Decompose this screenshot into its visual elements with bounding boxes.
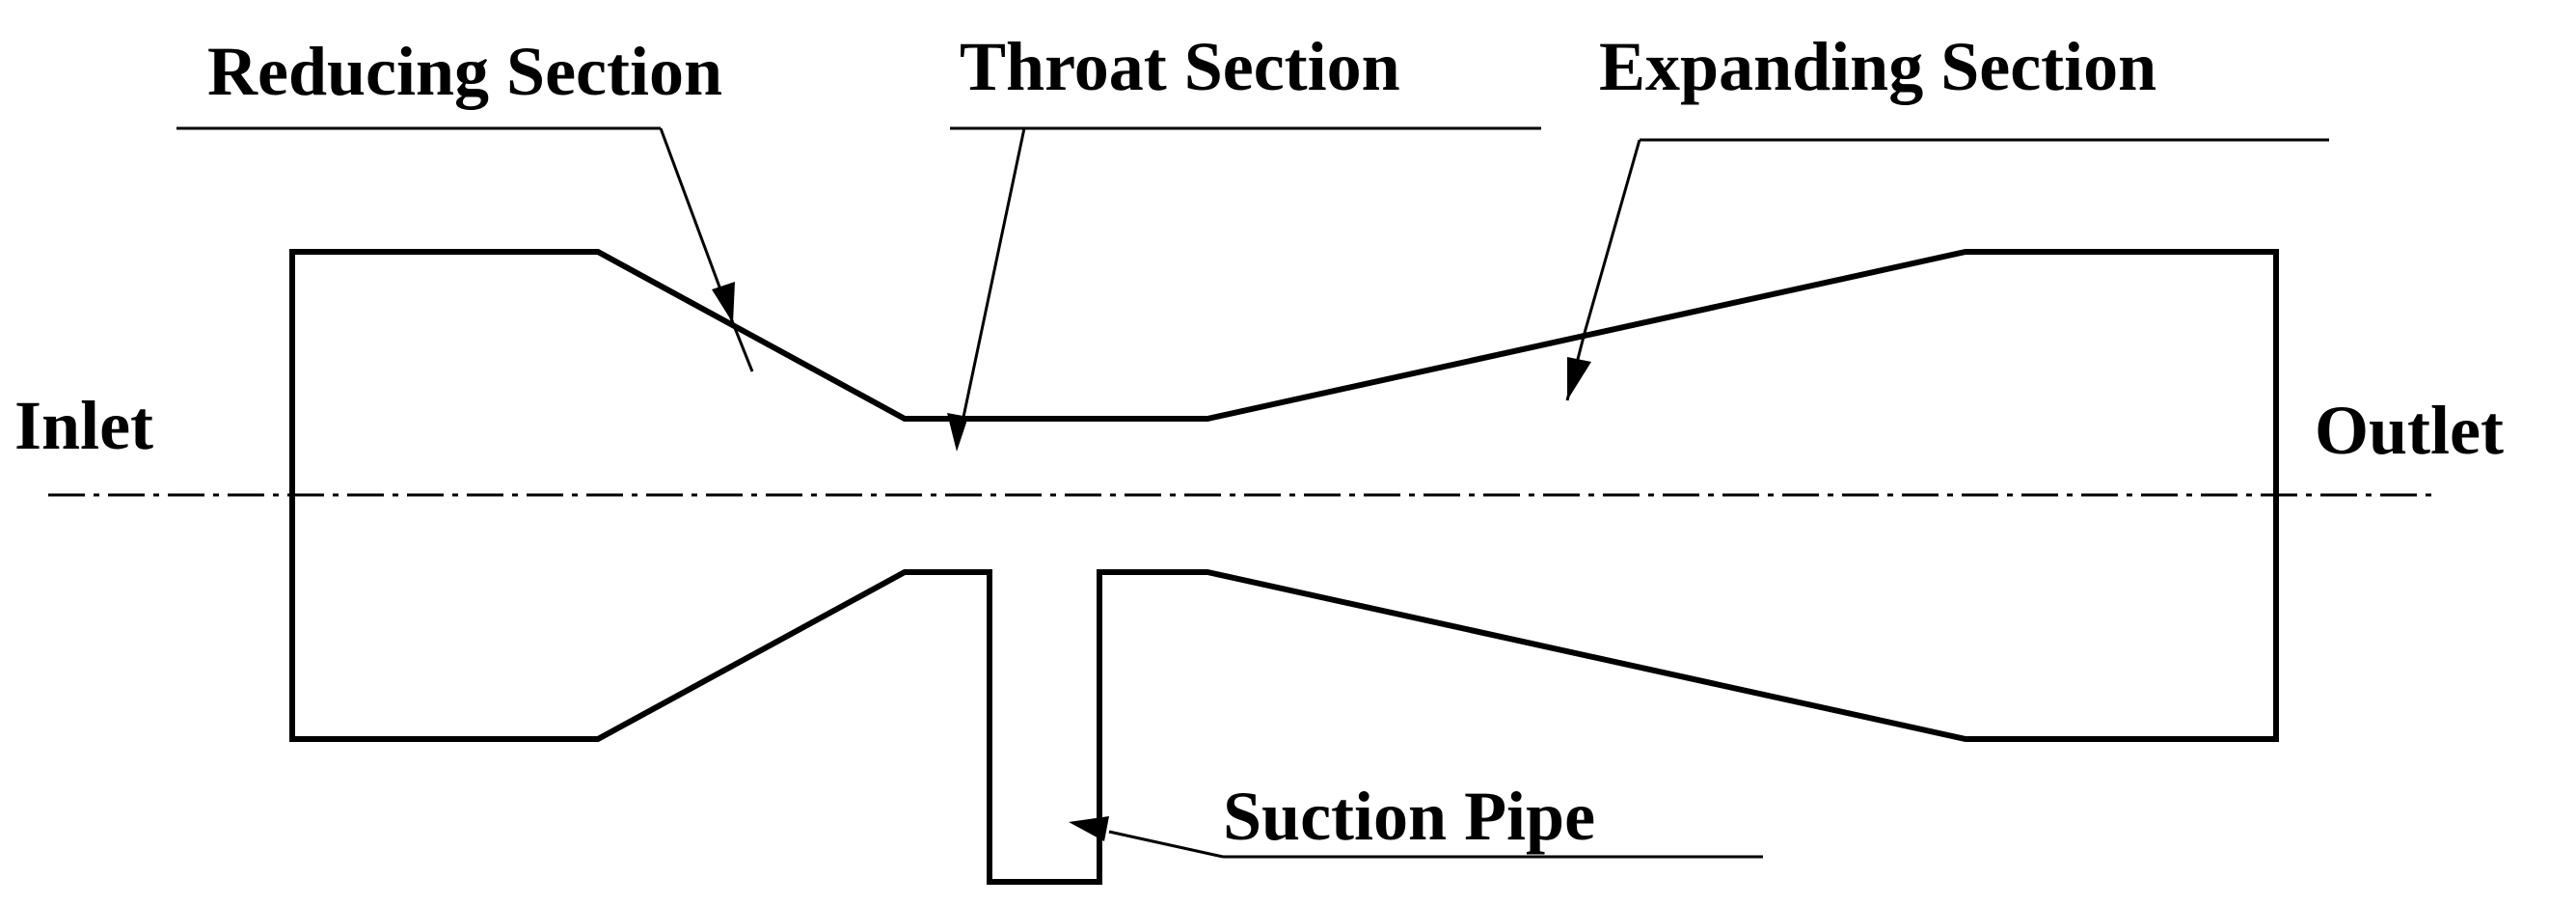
reducing-section-leader [176, 126, 754, 372]
lower-wall-outline [289, 495, 2279, 885]
suction-pipe-label: Suction Pipe [1223, 778, 1595, 855]
suction-pipe-leader [1069, 816, 1763, 859]
expanding-section-label: Expanding Section [1599, 28, 2156, 105]
outlet-label: Outlet [2315, 392, 2504, 469]
throat-section-label: Throat Section [960, 28, 1400, 105]
upper-wall-outline [289, 249, 2279, 495]
expanding-section-leader [1565, 138, 2329, 401]
inlet-label: Inlet [14, 387, 153, 464]
reducing-section-label: Reducing Section [207, 33, 722, 110]
throat-section-leader [947, 126, 1541, 452]
